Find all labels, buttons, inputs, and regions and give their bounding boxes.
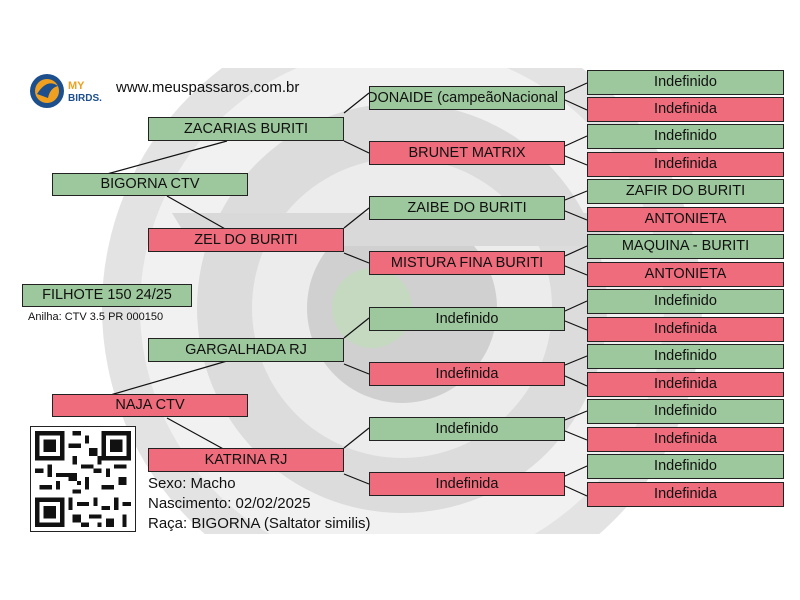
website-url: www.meuspassaros.com.br (116, 79, 300, 96)
great-grandparent-box: Indefinido (369, 417, 565, 441)
ggg-parent-box: MAQUINA - BURITI (587, 234, 784, 259)
ggg-parent-name: Indefinido (654, 293, 717, 310)
great-grandparent-box: MISTURA FINA BURITI (369, 251, 565, 275)
ggg-parent-name: Indefinido (654, 458, 717, 475)
subject-name: FILHOTE 150 24/25 (42, 287, 172, 304)
ggg-parent-name: ZAFIR DO BURITI (625, 183, 746, 200)
brand-line2: BIRDS. (68, 93, 102, 104)
maternal-grandfather-box: GARGALHADA RJ (148, 338, 344, 362)
great-grandparent-name: BRUNET MATRIX (408, 144, 526, 161)
great-grandparent-box: ZAIBE DO BURITI (369, 196, 565, 220)
breed-label: Raça: BIGORNA (Saltator similis) (148, 515, 371, 532)
great-grandparent-box: Indefinida (369, 362, 565, 386)
ring-number: Anilha: CTV 3.5 PR 000150 (28, 311, 164, 323)
ggg-parent-box: Indefinido (587, 124, 784, 149)
subject-box: FILHOTE 150 24/25 (22, 284, 192, 307)
great-grandparent-box: Indefinida (369, 472, 565, 496)
father-name: BIGORNA CTV (100, 176, 200, 193)
ggg-parent-box: Indefinida (587, 427, 784, 452)
mother-name: NAJA CTV (115, 397, 185, 414)
ggg-parent-box: Indefinida (587, 97, 784, 122)
ggg-parent-name: Indefinido (654, 128, 717, 145)
ggg-parent-box: Indefinido (587, 344, 784, 369)
great-grandparent-name: Indefinido (435, 310, 499, 327)
sex-label: Sexo: Macho (148, 475, 236, 492)
ggg-parent-box: Indefinida (587, 372, 784, 397)
mother-box: NAJA CTV (52, 394, 248, 417)
great-grandparent-name: ZAIBE DO BURITI (407, 199, 527, 216)
great-grandparent-name: Indefinida (435, 475, 499, 492)
ggg-parent-box: Indefinida (587, 152, 784, 177)
ggg-parent-name: Indefinido (654, 74, 717, 91)
ggg-parent-name: ANTONIETA (644, 211, 727, 228)
father-box: BIGORNA CTV (52, 173, 248, 196)
brand-line1: MY (68, 80, 85, 92)
ggg-parent-name: MAQUINA - BURITI (621, 238, 750, 255)
ggg-parent-name: Indefinido (654, 403, 717, 420)
ggg-parent-box: Indefinido (587, 399, 784, 424)
great-grandparent-name: Indefinida (435, 365, 499, 382)
great-grandparent-name: ZANDONAIDE (campeãoNacional (369, 89, 558, 106)
great-grandparent-box: BRUNET MATRIX (369, 141, 565, 165)
maternal-grandfather-name: GARGALHADA RJ (185, 341, 307, 358)
great-grandparent-box: ZANDONAIDE (campeãoNacional (369, 86, 565, 110)
ggg-parent-box: Indefinido (587, 70, 784, 95)
paternal-grandfather-name: ZACARIAS BURITI (183, 120, 309, 137)
paternal-grandmother-box: ZEL DO BURITI (148, 228, 344, 252)
great-grandparent-box: Indefinido (369, 307, 565, 331)
ggg-parent-name: ANTONIETA (644, 266, 727, 283)
ggg-parent-box: Indefinido (587, 289, 784, 314)
mybirds-logo: MY BIRDS. (28, 72, 110, 110)
ggg-parent-name: Indefinida (654, 486, 717, 503)
ggg-parent-box: Indefinido (587, 454, 784, 479)
ggg-parent-box: Indefinida (587, 482, 784, 507)
maternal-grandmother-box: KATRINA RJ (148, 448, 344, 472)
qr-code[interactable] (30, 426, 136, 532)
paternal-grandfather-box: ZACARIAS BURITI (148, 117, 344, 141)
ggg-parent-box: ANTONIETA (587, 262, 784, 287)
ggg-parent-name: Indefinida (654, 431, 717, 448)
paternal-grandmother-name: ZEL DO BURITI (194, 231, 298, 248)
ggg-parent-name: Indefinida (654, 376, 717, 393)
ggg-parent-box: ZAFIR DO BURITI (587, 179, 784, 204)
qr-code-icon (31, 427, 135, 531)
pedigree-connectors (106, 82, 592, 497)
ggg-parent-name: Indefinida (654, 156, 717, 173)
bird-logo-icon: MY BIRDS. (30, 74, 102, 108)
pedigree-card: MY BIRDS. www.meuspassaros.com.br FILHOT… (12, 68, 786, 534)
ggg-parent-name: Indefinida (654, 101, 717, 118)
maternal-grandmother-name: KATRINA RJ (204, 451, 288, 468)
ggg-parent-name: Indefinida (654, 321, 717, 338)
ggg-parent-box: ANTONIETA (587, 207, 784, 232)
ggg-parent-name: Indefinido (654, 348, 717, 365)
great-grandparent-name: Indefinido (435, 420, 499, 437)
great-grandparent-name: MISTURA FINA BURITI (390, 254, 544, 271)
ggg-parent-box: Indefinida (587, 317, 784, 342)
birth-date-label: Nascimento: 02/02/2025 (148, 495, 311, 512)
